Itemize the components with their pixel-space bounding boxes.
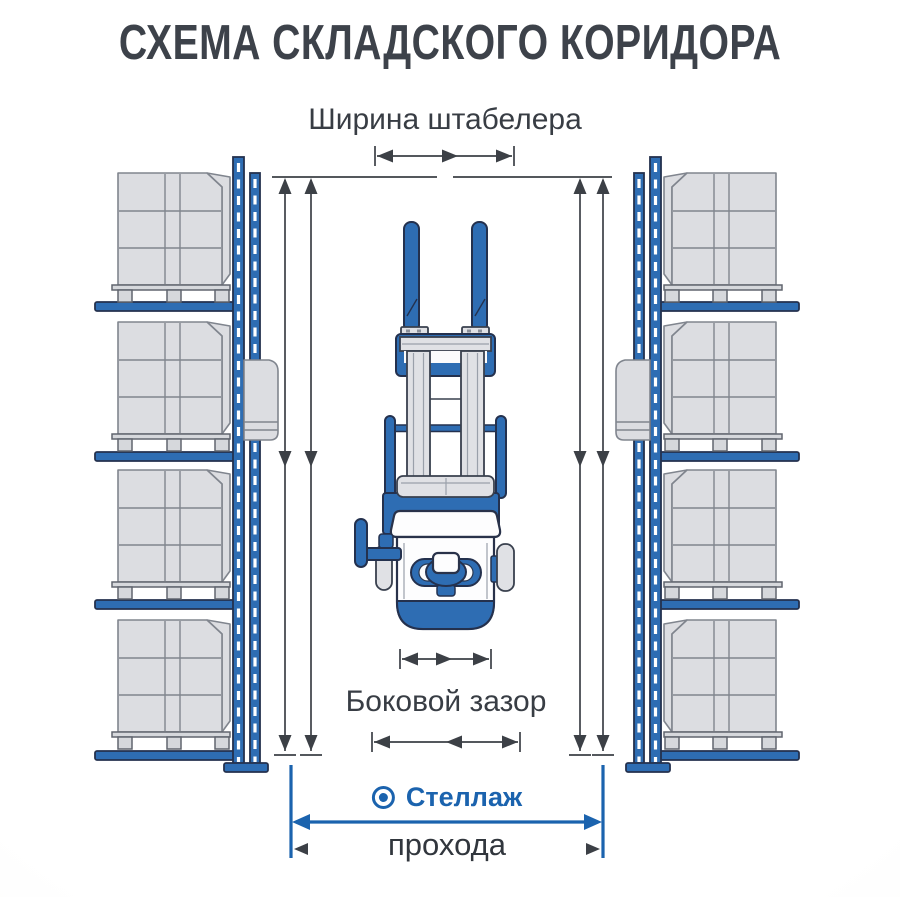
- stacker-width-dimension: [374, 146, 515, 166]
- left-rack: [95, 157, 278, 772]
- side-clearance-label: Боковой зазор: [345, 685, 547, 718]
- page-title: СХЕМА СКЛАДСКОГО КОРИДОРА: [118, 16, 782, 70]
- tiller-handle: [354, 518, 402, 591]
- stacker: [354, 221, 515, 631]
- aisle-height-dimensions: [273, 177, 615, 756]
- stacker-width-label: Ширина штабелера: [308, 103, 582, 136]
- rack-label: Стеллаж: [371, 782, 523, 813]
- rack-label-text: Стеллаж: [405, 782, 523, 812]
- load-platform: [396, 475, 495, 498]
- aisle-width-dimension: [289, 765, 605, 858]
- aisle-label: прохода: [388, 827, 506, 862]
- bullseye-icon: [371, 786, 395, 809]
- mast: [406, 350, 485, 514]
- right-rack: [616, 157, 799, 772]
- steering-unit: [410, 551, 482, 597]
- forks: [403, 221, 488, 333]
- right-wheel: [490, 543, 515, 592]
- side-clearance-dimension: [371, 732, 521, 752]
- stacker-base-dimension: [399, 649, 492, 669]
